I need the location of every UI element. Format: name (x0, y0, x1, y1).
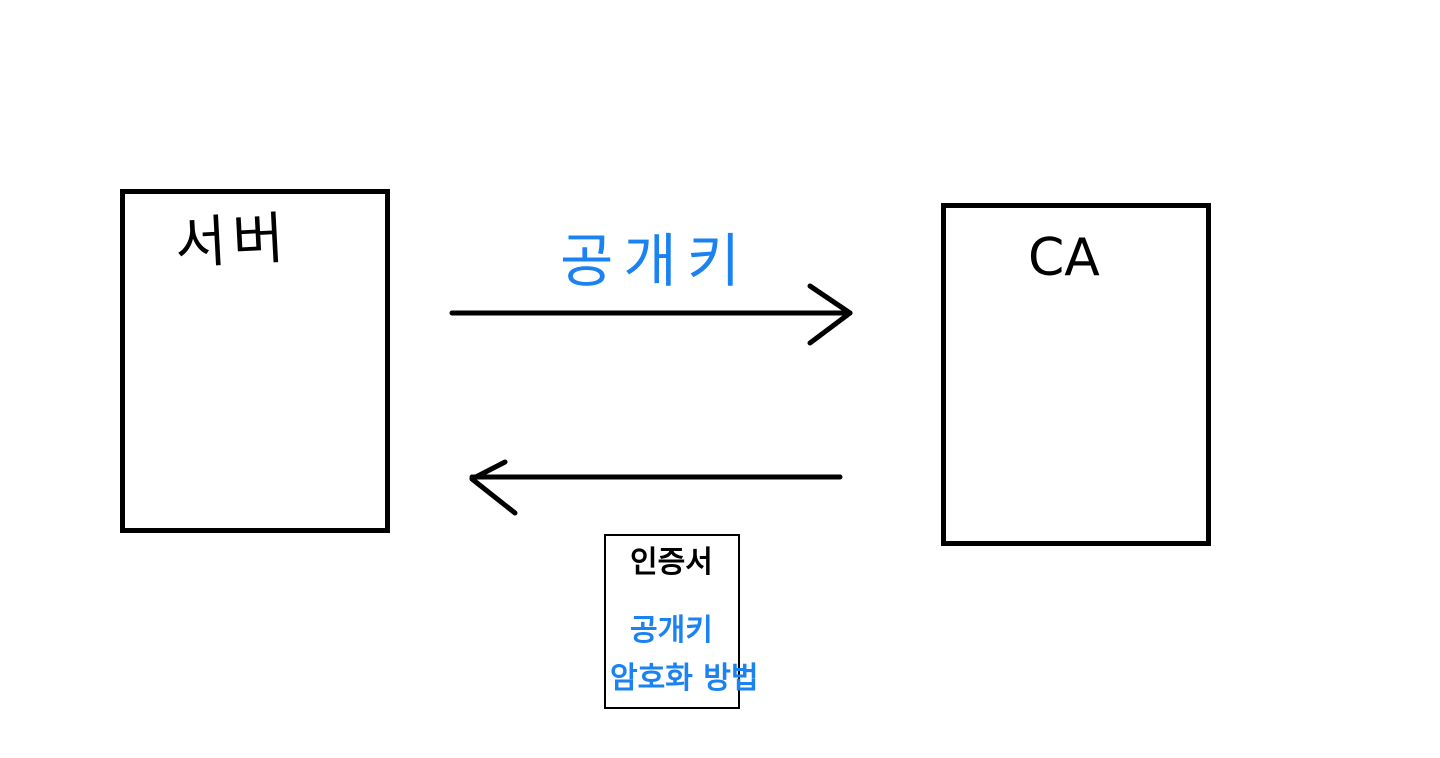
certificate-title: 인증서 (630, 545, 713, 580)
arrow-head-left-icon (469, 459, 518, 516)
arrow-head-right-icon (807, 283, 853, 346)
certificate-box: 인증서 공개키 암호화 방법 (604, 534, 758, 709)
public-key-arrow-label: 공개키 (560, 227, 751, 295)
server-label: 서버 (173, 206, 292, 277)
server-box: 서버 (120, 189, 390, 533)
certificate-encryption-method: 암호화 방법 (610, 661, 759, 696)
arrow-ca-to-server (469, 459, 843, 516)
ca-label: CA (1028, 228, 1100, 288)
certificate-public-key: 공개키 (630, 613, 713, 648)
ca-box: CA (941, 203, 1211, 546)
